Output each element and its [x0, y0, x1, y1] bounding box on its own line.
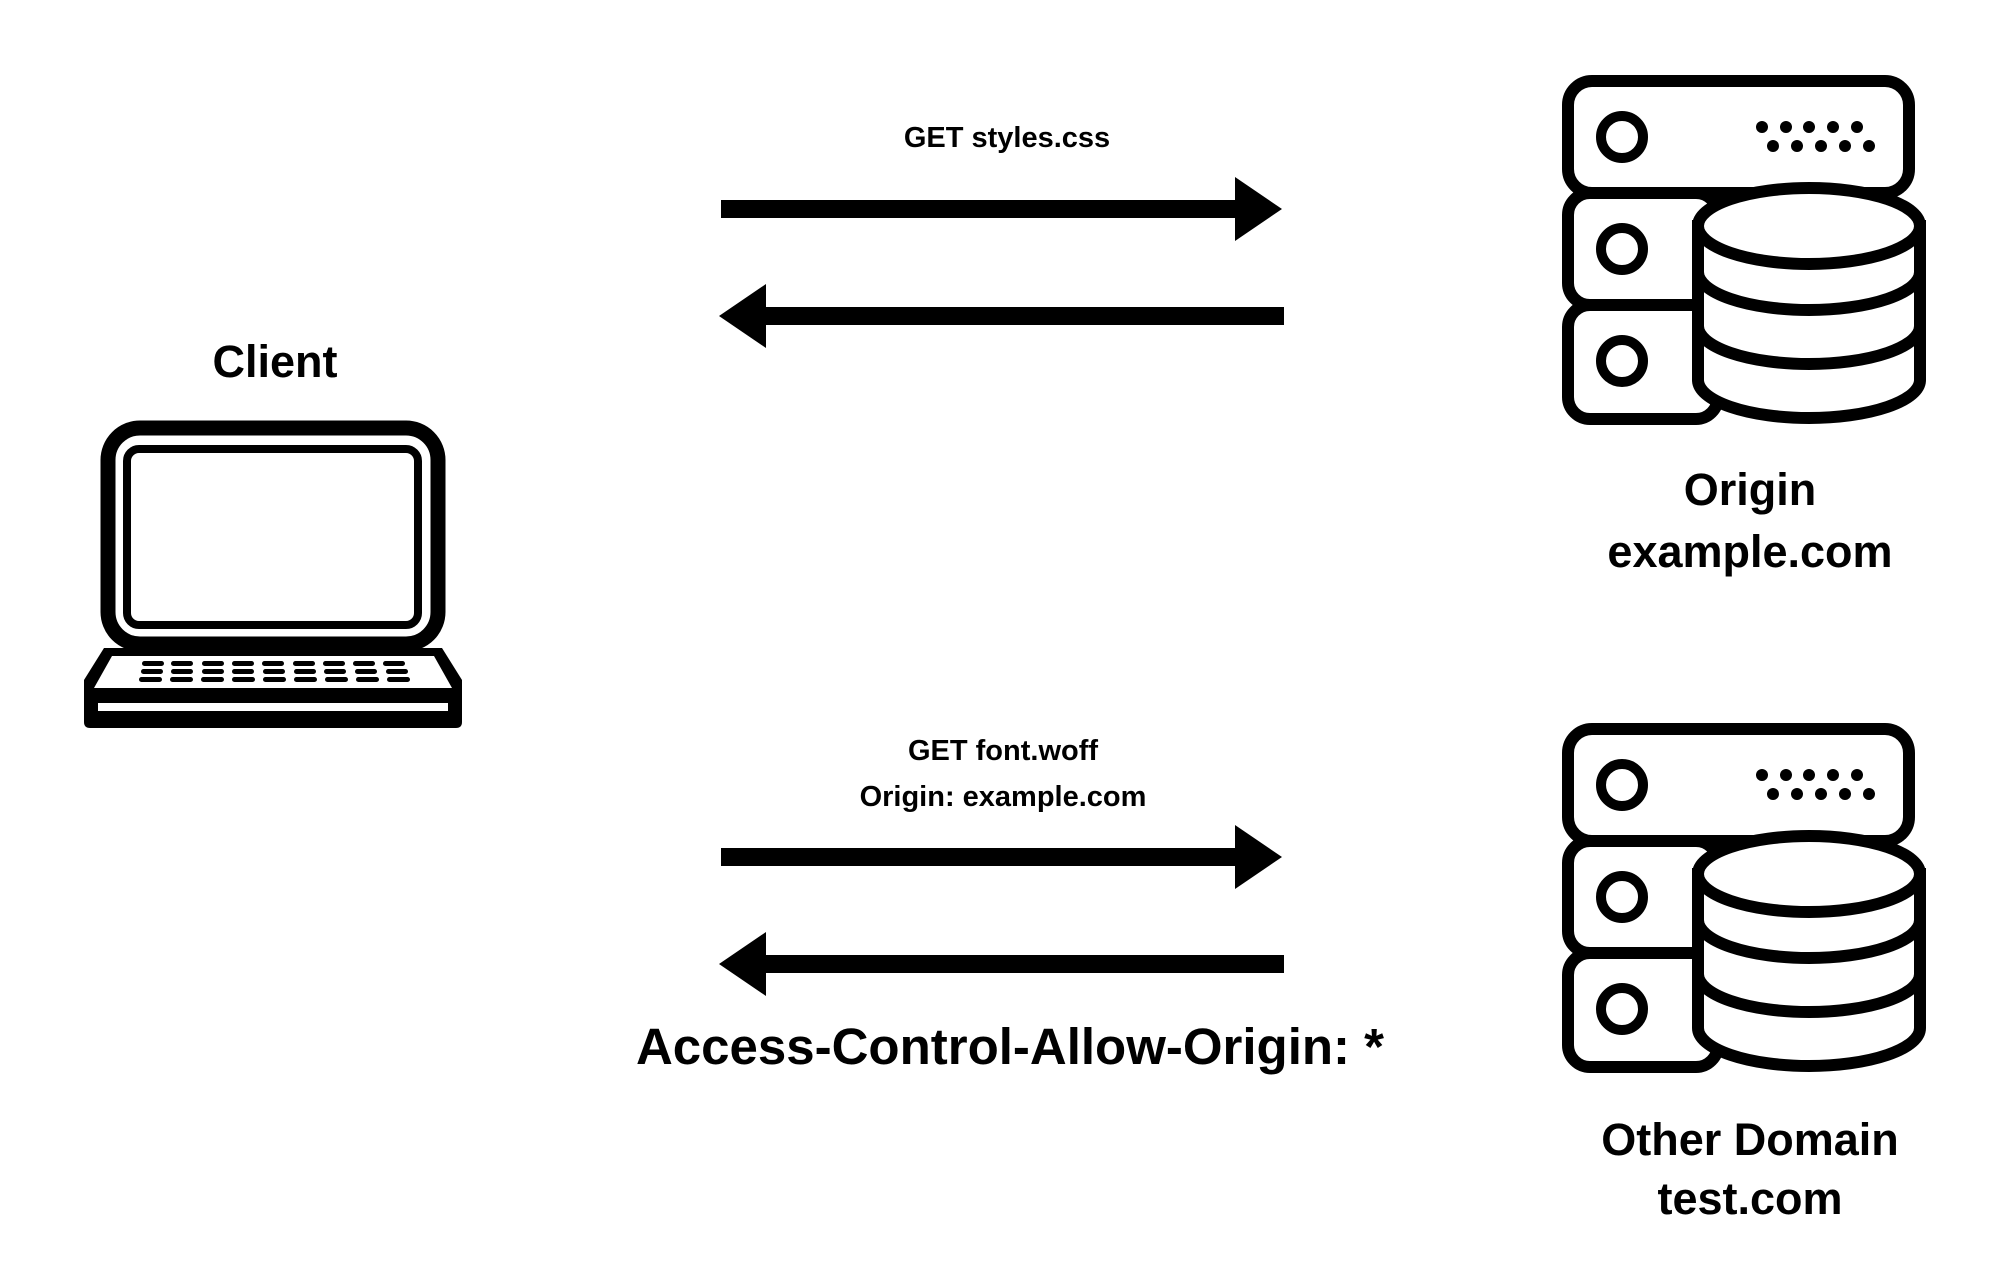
keyboard-keys [139, 661, 410, 682]
other-server-domain: test.com [1657, 1173, 1842, 1224]
request-arrow-right-icon [721, 825, 1282, 889]
other-server-name: Other Domain [1601, 1114, 1899, 1165]
origin-server-domain: example.com [1607, 526, 1892, 577]
client-label: Client [212, 336, 337, 387]
request-origin-header: Origin: example.com [860, 781, 1147, 813]
laptop-icon [84, 420, 462, 728]
response-arrow-left-icon [719, 284, 1284, 348]
response-arrow-left-icon [719, 932, 1284, 996]
request-label-font: GET font.woff [908, 735, 1098, 767]
request-arrow-right-icon [721, 177, 1282, 241]
request-label-styles: GET styles.css [904, 122, 1110, 154]
origin-server-icon [1568, 81, 1920, 419]
origin-server-name: Origin [1684, 464, 1817, 515]
cors-response-header: Access-Control-Allow-Origin: * [636, 1018, 1384, 1075]
other-domain-server-icon [1568, 729, 1920, 1067]
